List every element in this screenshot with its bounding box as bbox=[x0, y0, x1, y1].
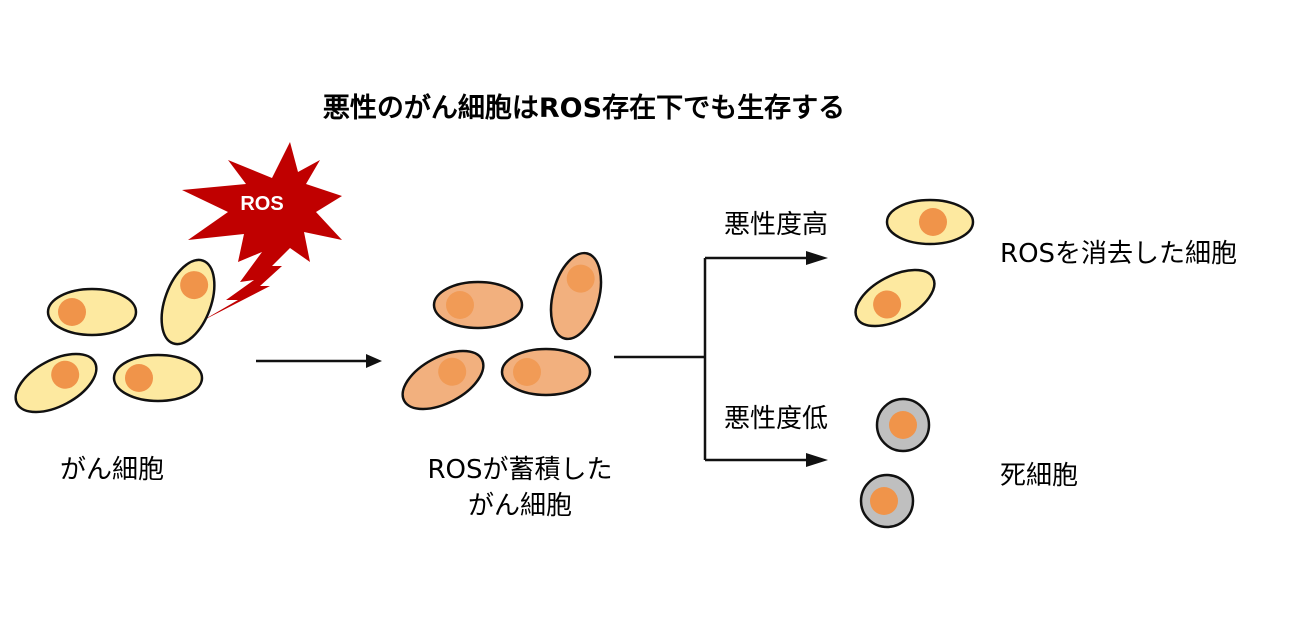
branch-label-high: 悪性度高 bbox=[724, 210, 828, 240]
cancer-cell bbox=[112, 353, 204, 403]
dead-cell bbox=[859, 473, 915, 529]
arrowhead-low-icon bbox=[806, 453, 828, 467]
arrowhead-high-icon bbox=[806, 251, 828, 265]
survived-cell bbox=[854, 268, 936, 328]
ros-accumulated-cells-group bbox=[401, 251, 603, 411]
label-ros-accumulated-line2: がん細胞 bbox=[468, 491, 572, 521]
ros-burst-shape bbox=[182, 142, 342, 322]
survived-cells-group bbox=[854, 198, 975, 328]
survived-cell bbox=[885, 198, 975, 246]
ros-accumulated-cell bbox=[401, 349, 485, 411]
ros-burst-label: ROS bbox=[240, 193, 283, 215]
dead-cell bbox=[875, 397, 931, 453]
ros-accumulated-cell bbox=[500, 347, 592, 397]
ros-accumulated-cell bbox=[432, 280, 524, 330]
dead-cells-group bbox=[859, 397, 931, 529]
branch-label-low: 悪性度低 bbox=[724, 404, 828, 434]
diagram-title: 悪性のがん細胞はROS存在下でも生存する bbox=[323, 92, 845, 124]
ros-accumulated-cell bbox=[549, 251, 603, 341]
cancer-cells-group bbox=[14, 258, 216, 414]
label-ros-accumulated-line1: ROSが蓄積した bbox=[427, 455, 612, 485]
cancer-cell bbox=[14, 352, 98, 414]
label-survived-cells: ROSを消去した細胞 bbox=[1000, 239, 1237, 269]
cancer-cell bbox=[160, 258, 216, 346]
branch-connector bbox=[614, 256, 816, 462]
cancer-cell bbox=[46, 287, 138, 337]
arrowhead-icon bbox=[366, 354, 382, 368]
label-dead-cells: 死細胞 bbox=[1000, 461, 1078, 491]
ros-burst-icon: ROS bbox=[182, 142, 342, 322]
label-cancer-cells: がん細胞 bbox=[60, 455, 164, 485]
